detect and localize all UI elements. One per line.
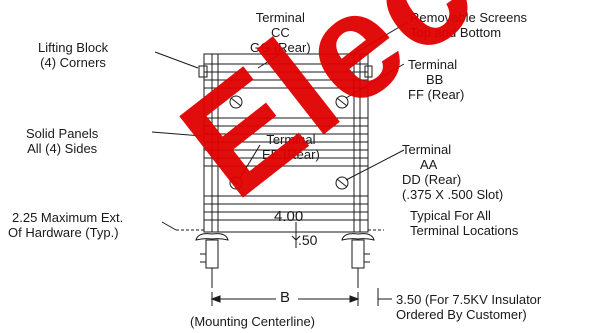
left-insulator bbox=[195, 233, 229, 288]
enclosure-outline bbox=[203, 53, 369, 233]
mounting-centerline-label: (Mounting Centerline) bbox=[190, 314, 316, 329]
dim-b: B bbox=[280, 289, 291, 306]
right-insulator bbox=[341, 233, 375, 288]
terminal-cc bbox=[229, 95, 243, 109]
lifting-block-label: Lifting Block (4) Corners bbox=[38, 40, 109, 70]
terminal-aa-label: Terminal AA DD (Rear) (.375 X .500 Slot) bbox=[402, 142, 504, 202]
solid-panels-label: Solid Panels All (4) Sides bbox=[26, 126, 99, 156]
frame-posts bbox=[211, 54, 361, 232]
hardware-label: 2.25 Maximum Ext. Of Hardware (Typ.) bbox=[8, 210, 124, 240]
leader-lines bbox=[151, 21, 409, 231]
terminal-ee bbox=[229, 176, 243, 190]
panel-lines bbox=[204, 63, 368, 221]
terminal-aa bbox=[335, 176, 349, 190]
terminal-cc-label: Terminal CC GG (Rear) bbox=[250, 10, 311, 55]
terminal-bb bbox=[335, 95, 349, 109]
removable-screens-label: Removable Screens Top and Bottom bbox=[410, 10, 528, 40]
typical-label: Typical For All Terminal Locations bbox=[410, 208, 519, 238]
dim-400: 4.00 bbox=[274, 208, 304, 225]
insulator-label: 3.50 (For 7.5KV Insulator Ordered By Cus… bbox=[396, 292, 542, 322]
terminal-ee-label: Terminal EE (Rear) bbox=[262, 132, 320, 162]
dim-050: .50 bbox=[298, 232, 318, 248]
terminal-bb-label: Terminal BB FF (Rear) bbox=[408, 57, 465, 102]
lifting-block bbox=[198, 65, 208, 78]
